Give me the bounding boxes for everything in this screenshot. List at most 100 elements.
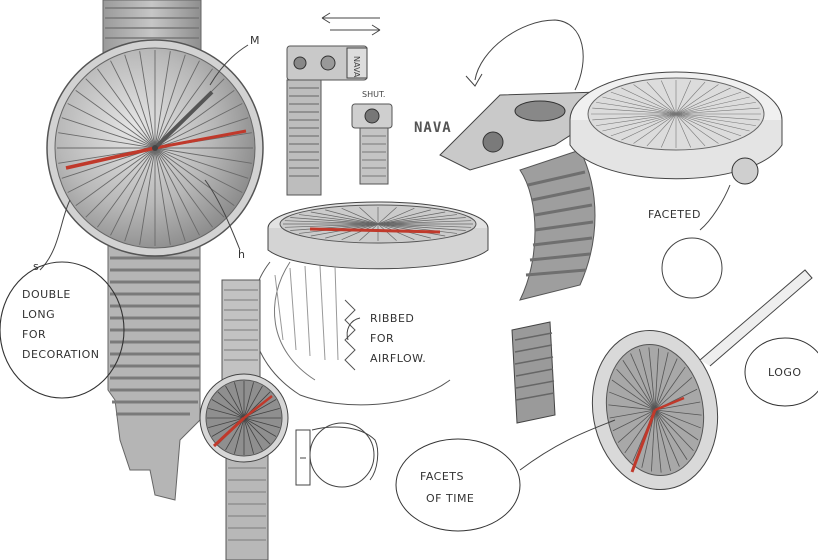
facet-ray [616,368,656,411]
facet-ray [377,223,397,241]
side-view-strap-ribs [274,265,339,361]
facet-ray [75,90,156,149]
facet-ray [377,211,446,225]
facet-ray [243,417,263,451]
facet-ray [61,117,156,149]
small-watch-hand-2 [243,395,273,419]
facet-ray [154,68,213,149]
buckle-strap-ribs [362,135,386,177]
facet-ray [325,209,379,225]
facet-ray [154,147,186,242]
facet-ray [243,417,277,437]
facet-ray [243,382,254,419]
facet-ray [622,360,656,411]
large-watch-sketch [46,0,264,501]
facet-ray [154,54,186,149]
facet-ray [217,391,245,419]
facet-ray [675,102,756,115]
facet-ray [377,209,431,225]
small-watch-bottom-strap [225,454,269,560]
facet-ray [675,113,731,141]
facet-ray [290,223,379,231]
bottom-strap-ribs [110,256,200,416]
facet-ray [377,223,458,234]
ribbed-line-2: FOR [370,332,394,345]
shut-label: SHUT. [362,90,385,99]
logo-label: LOGO [768,366,802,379]
mark-m-label: M [250,34,260,47]
right-watch-crown [731,157,759,185]
facet-ray [225,417,245,451]
facet-ray [675,81,706,115]
brand-mark: NAVA [414,120,452,136]
facet-ray [359,223,379,241]
ribbed-sample-lines [514,332,555,401]
facet-ray [243,408,280,419]
faceted-label: FACETED [648,208,701,221]
facet-ray [284,223,379,228]
facet-ray [234,382,245,419]
facet-ray [243,417,280,428]
large-watch-hour-hand [65,146,156,170]
double-long-line-4: DECORATION [22,348,99,361]
facet-ray [67,147,156,193]
facet-ray [139,51,156,149]
facet-ray [654,409,702,416]
logo-bubble [744,337,818,407]
buckle-screw [364,108,380,124]
facet-ray [675,113,706,147]
facet-ray [654,377,693,411]
double-long-line-3: FOR [22,328,46,341]
mark-h-label: h [238,248,245,261]
facet-ray [234,417,245,454]
buckle-outline-sketch [295,422,379,488]
facet-ray [310,211,379,225]
facet-ray [67,103,156,149]
facet-ray [377,207,397,225]
side-view-watch [251,201,489,406]
leader-line-s [39,199,71,271]
faceted-leader [699,184,731,231]
facet-ray [675,87,731,115]
facet-ray [675,113,756,126]
facet-ray [208,408,245,419]
facet-ray [646,113,677,147]
facet-ray [377,223,472,228]
buckle-strap [359,127,389,185]
small-watch-sketch [199,279,289,560]
facet-ray [611,379,656,411]
facet-ray [154,90,235,149]
facet-ray [58,132,156,149]
right-watch-side-view [569,71,783,185]
facet-ray [675,84,719,115]
facet-ray [377,214,458,225]
facet-ray [154,51,171,149]
facet-ray [243,417,254,454]
mark-s-label: s [33,260,39,273]
double-long-line-2: LONG [22,308,55,321]
facet-ray [377,220,472,225]
strap-segment [286,79,322,196]
large-watch-center-pin [152,145,158,151]
facet-ray [654,409,688,460]
facet-ray [675,113,750,132]
facet-ray [660,80,677,115]
facet-ray [154,60,200,149]
perspective-dial-window [514,100,566,122]
facet-ray [608,404,656,411]
facet-ray [675,113,719,144]
facet-ray [654,348,659,411]
facet-ray [377,223,466,231]
facets-line-1: FACETS [420,470,464,483]
tilted-watch-red-hand-2 [654,396,685,412]
facet-ray [154,147,243,193]
facet-ray [154,103,243,149]
screw-left [293,56,307,70]
strap-segment-ribs [289,87,319,177]
facet-ray [75,147,156,206]
facet-ray [139,147,156,245]
facet-ray [675,107,760,115]
facet-ray [651,409,656,472]
facet-ray [110,147,156,236]
facet-ray [654,409,701,429]
